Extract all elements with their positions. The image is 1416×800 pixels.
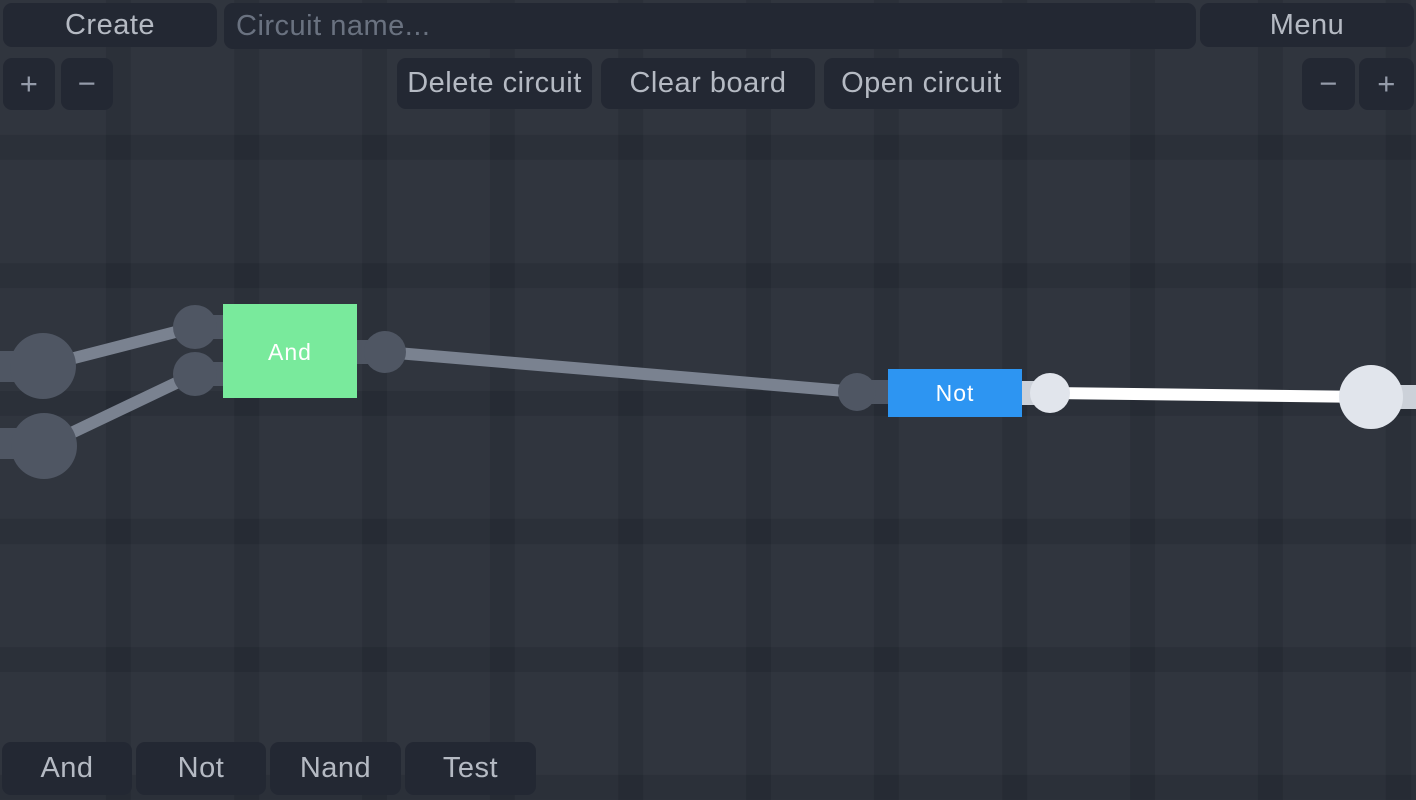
- not-output-pin[interactable]: [1030, 373, 1070, 413]
- palette-item-test[interactable]: Test: [405, 742, 536, 795]
- zoom-out-button-right[interactable]: −: [1302, 58, 1355, 110]
- circuit-name-input[interactable]: [224, 3, 1196, 49]
- not-input-pin[interactable]: [838, 373, 876, 411]
- palette-item-and[interactable]: And: [2, 742, 132, 795]
- board-input-node-2[interactable]: [11, 413, 77, 479]
- delete-circuit-button[interactable]: Delete circuit: [397, 58, 592, 109]
- open-circuit-button[interactable]: Open circuit: [824, 58, 1019, 109]
- palette-item-not[interactable]: Not: [136, 742, 266, 795]
- menu-button[interactable]: Menu: [1200, 3, 1414, 47]
- gate-not-body[interactable]: [888, 369, 1022, 417]
- zoom-in-button-left[interactable]: +: [3, 58, 55, 110]
- wire-not-to-output[interactable]: [1049, 387, 1372, 403]
- clear-board-button[interactable]: Clear board: [601, 58, 815, 109]
- and-output-pin[interactable]: [364, 331, 406, 373]
- palette-item-nand[interactable]: Nand: [270, 742, 401, 795]
- create-button[interactable]: Create: [3, 3, 217, 47]
- board-output-node[interactable]: [1339, 365, 1403, 429]
- gate-not-label: Not: [936, 380, 975, 406]
- zoom-out-button-left[interactable]: −: [61, 58, 113, 110]
- zoom-in-button-right[interactable]: +: [1359, 58, 1414, 110]
- gate-and-body[interactable]: [223, 304, 357, 398]
- and-input-pin-2[interactable]: [173, 352, 217, 396]
- gate-and[interactable]: And: [223, 304, 357, 398]
- gate-not[interactable]: Not: [888, 369, 1022, 417]
- gate-and-label: And: [268, 339, 312, 365]
- board-input-node-1[interactable]: [10, 333, 76, 399]
- and-input-pin-1[interactable]: [173, 305, 217, 349]
- wire-and-to-not[interactable]: [384, 346, 858, 398]
